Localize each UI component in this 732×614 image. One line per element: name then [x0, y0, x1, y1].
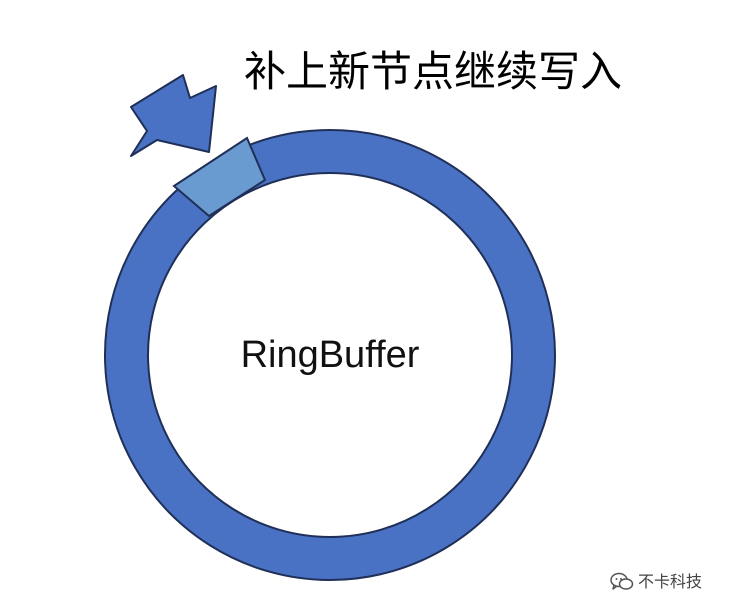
- wechat-icon: [610, 572, 634, 590]
- watermark: 不卡科技: [610, 572, 702, 592]
- ring-buffer-ring: [104, 129, 556, 581]
- watermark-text: 不卡科技: [638, 572, 703, 591]
- insert-arrow-icon: [130, 74, 217, 157]
- ringbuffer-label: RingBuffer: [240, 334, 420, 376]
- annotation-title: 补上新节点继续写入: [244, 47, 623, 96]
- new-node-segment: [172, 136, 267, 218]
